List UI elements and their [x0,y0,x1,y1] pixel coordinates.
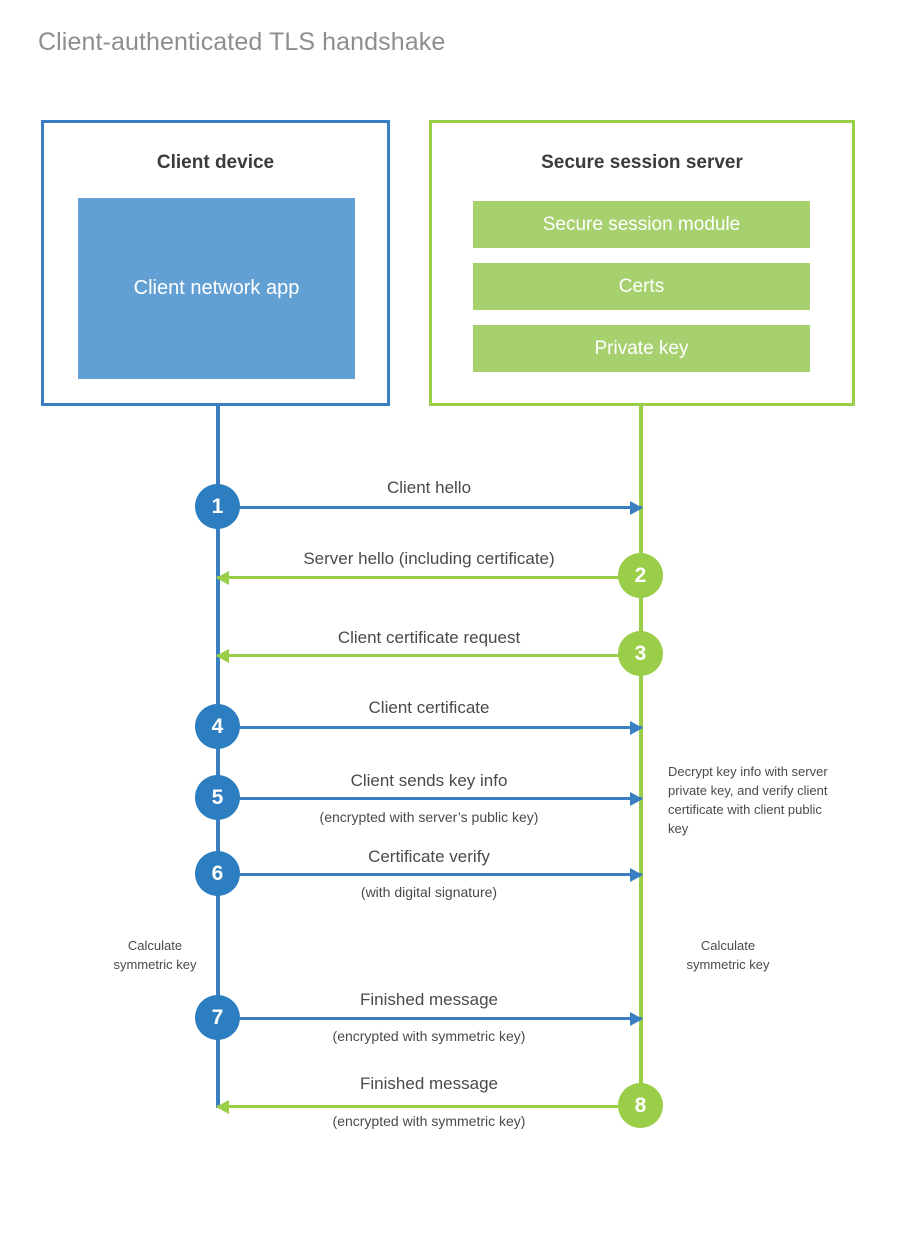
secure-session-server-box: Secure session server Secure session mod… [429,120,855,406]
server-calculate-symmetric-key-note: Calculate symmetric key [668,937,788,975]
step-8-arrow [216,1099,641,1114]
step-7-sublabel: (encrypted with symmetric key) [332,1028,526,1044]
arrowhead-icon [630,791,643,806]
server-calculate-line-1: Calculate [700,938,756,953]
step-1-circle[interactable]: 1 [195,484,240,529]
step-2-label: Server hello (including certificate) [303,549,555,568]
step-6-label: Certificate verify [368,847,490,866]
arrowhead-icon [630,720,643,735]
step-4-circle[interactable]: 4 [195,704,240,749]
server-lifeline [639,404,643,1107]
step-8-sublabel: (encrypted with symmetric key) [332,1113,526,1129]
step-6-circle[interactable]: 6 [195,851,240,896]
step-2-circle[interactable]: 2 [618,553,663,598]
arrowhead-icon [216,1099,229,1114]
step-8-label: Finished message [360,1074,498,1093]
step-5-sublabel: (encrypted with server’s public key) [319,809,539,825]
client-calculate-symmetric-key-note: Calculate symmetric key [95,937,215,975]
server-decrypt-note: Decrypt key info with server private key… [668,764,828,836]
server-module-secure-session-module: Secure session module [473,201,810,248]
step-1-label: Client hello [386,478,472,497]
client-calculate-line-1: Calculate [127,938,183,953]
step-8-circle[interactable]: 8 [618,1083,663,1128]
secure-session-server-title: Secure session server [541,152,743,173]
client-device-title: Client device [156,152,275,173]
step-3-arrow [216,648,641,663]
server-module-private-key: Private key [473,325,810,372]
step-5-circle[interactable]: 5 [195,775,240,820]
client-network-app-block: Client network app [78,198,355,379]
step-5-label: Client sends key info [350,771,508,790]
arrowhead-icon [216,570,229,585]
server-calculate-line-2: symmetric key [686,956,770,972]
client-calculate-line-2: symmetric key [113,956,197,972]
page-title: Client-authenticated TLS handshake [38,28,446,56]
arrowhead-icon [630,1011,643,1026]
arrowhead-icon [630,500,643,515]
step-7-circle[interactable]: 7 [195,995,240,1040]
step-4-label: Client certificate [368,698,490,717]
step-7-arrow [218,1011,643,1026]
server-module-certs: Certs [473,263,810,310]
step-2-arrow [216,570,641,585]
client-lifeline [216,404,220,1108]
step-1-arrow [218,500,643,515]
step-3-circle[interactable]: 3 [618,631,663,676]
step-6-arrow [218,867,643,882]
client-device-box: Client device Client network app [41,120,390,406]
arrowhead-icon [630,867,643,882]
step-6-sublabel: (with digital signature) [360,884,498,900]
step-7-label: Finished message [360,990,498,1009]
arrowhead-icon [216,648,229,663]
step-5-arrow [218,791,643,806]
step-4-arrow [218,720,643,735]
step-3-label: Client certificate request [337,628,521,647]
